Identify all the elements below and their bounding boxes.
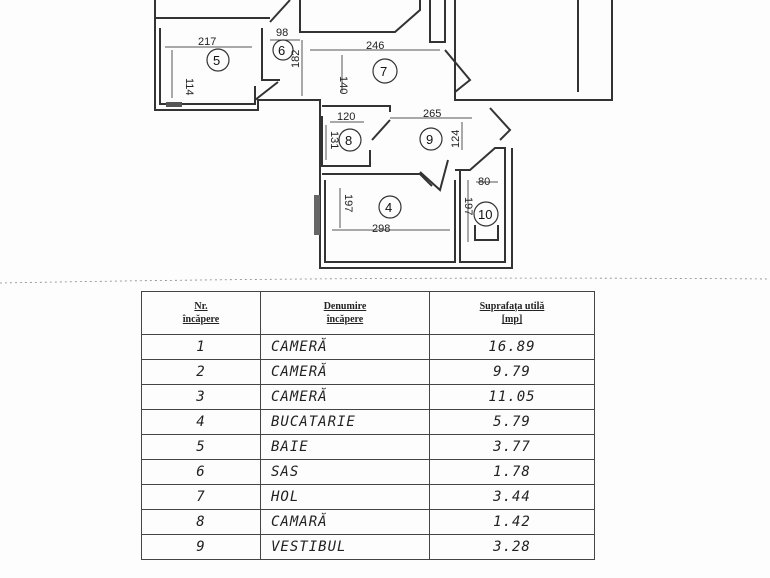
cell-name: VESTIBUL <box>260 534 430 560</box>
room-number: 7 <box>380 64 387 79</box>
plan-wall <box>254 81 279 101</box>
table-row: 7 HOL 3.44 <box>141 484 595 510</box>
dimension-label: 131 <box>328 131 340 149</box>
cell-area: 11.05 <box>429 384 595 410</box>
cell-nr: 8 <box>141 509 261 535</box>
cell-area: 3.77 <box>429 434 595 460</box>
cell-nr: 4 <box>141 409 261 435</box>
dimension-label: 80 <box>478 176 490 188</box>
column-header-nr: Nr.încăpere <box>141 291 261 335</box>
room-number: 6 <box>278 43 285 58</box>
cell-nr: 2 <box>141 359 261 385</box>
dimension-label: 298 <box>372 223 390 235</box>
plan-wall <box>474 225 499 241</box>
cell-nr: 6 <box>141 459 261 485</box>
cell-area: 1.42 <box>429 509 595 535</box>
cell-area: 9.79 <box>429 359 595 385</box>
cell-nr: 7 <box>141 484 261 510</box>
table-row: 5 BAIE 3.77 <box>141 434 595 460</box>
plan-wall <box>371 119 391 141</box>
dimension-label: 120 <box>337 111 355 123</box>
cell-area: 5.79 <box>429 409 595 435</box>
plan-wall <box>454 0 613 101</box>
cell-nr: 1 <box>141 334 261 360</box>
plan-wall <box>455 147 506 263</box>
cell-area: 16.89 <box>429 334 595 360</box>
room-circle <box>206 48 230 72</box>
dimension-label: 114 <box>183 78 195 96</box>
plan-wall <box>324 180 456 263</box>
cell-name: HOL <box>260 484 430 510</box>
cell-nr: 9 <box>141 534 261 560</box>
table-row: 6 SAS 1.78 <box>141 459 595 485</box>
dimension-label: 265 <box>423 108 441 120</box>
room-number: 8 <box>345 133 352 148</box>
table-row: 4 BUCATARIE 5.79 <box>141 409 595 435</box>
room-circle <box>338 128 362 152</box>
room-number: 5 <box>213 53 220 68</box>
window-mark <box>166 102 182 107</box>
dimension-label: 98 <box>276 27 288 39</box>
room-circle <box>378 195 402 219</box>
table-row: 3 CAMERĂ 11.05 <box>141 384 595 410</box>
column-header-area: Suprafața utilă[mp] <box>429 291 595 335</box>
room-circle <box>372 58 398 84</box>
plan-wall <box>429 0 446 43</box>
cell-area: 1.78 <box>429 459 595 485</box>
plan-wall <box>269 0 291 23</box>
dimension-label: 246 <box>366 40 384 52</box>
cell-name: CAMERĂ <box>260 359 430 385</box>
window-mark <box>314 195 320 235</box>
plan-wall <box>444 49 472 93</box>
plan-wall <box>261 28 280 81</box>
plan-wall <box>419 159 449 192</box>
plan-wall <box>489 107 512 141</box>
dimension-label: 197 <box>342 194 354 212</box>
table-row: 9 VESTIBUL 3.28 <box>141 534 595 560</box>
plan-wall <box>154 0 513 269</box>
cell-name: BUCATARIE <box>260 409 430 435</box>
cell-area: 3.44 <box>429 484 595 510</box>
plan-wall <box>159 28 256 105</box>
table-row: 1 CAMERĂ 16.89 <box>141 334 595 360</box>
dimension-label: 217 <box>198 36 216 48</box>
cell-name: CAMARĂ <box>260 509 430 535</box>
table-row: 2 CAMERĂ 9.79 <box>141 359 595 385</box>
dimension-label: 140 <box>337 76 349 94</box>
dimension-label: 124 <box>450 130 462 148</box>
table-row: 8 CAMARĂ 1.42 <box>141 509 595 535</box>
room-number: 10 <box>478 207 492 222</box>
cell-name: SAS <box>260 459 430 485</box>
page-edge <box>0 277 770 284</box>
room-circle <box>419 127 443 151</box>
room-circle <box>473 201 499 227</box>
plan-wall <box>299 0 421 33</box>
room-circle <box>272 39 294 61</box>
cell-nr: 5 <box>141 434 261 460</box>
plan-wall <box>322 105 391 112</box>
cell-name: CAMERĂ <box>260 334 430 360</box>
room-number: 4 <box>385 200 392 215</box>
cell-nr: 3 <box>141 384 261 410</box>
floor-plan: 5 6 7 8 9 4 10 217 114 98 182 246 140 26… <box>0 0 770 284</box>
plan-wall <box>322 173 433 187</box>
dimension-label: 197 <box>462 197 474 215</box>
cell-name: BAIE <box>260 434 430 460</box>
room-number: 9 <box>426 132 433 147</box>
cell-name: CAMERĂ <box>260 384 430 410</box>
dimension-label: 182 <box>290 50 302 68</box>
cell-area: 3.28 <box>429 534 595 560</box>
plan-wall <box>321 116 371 167</box>
